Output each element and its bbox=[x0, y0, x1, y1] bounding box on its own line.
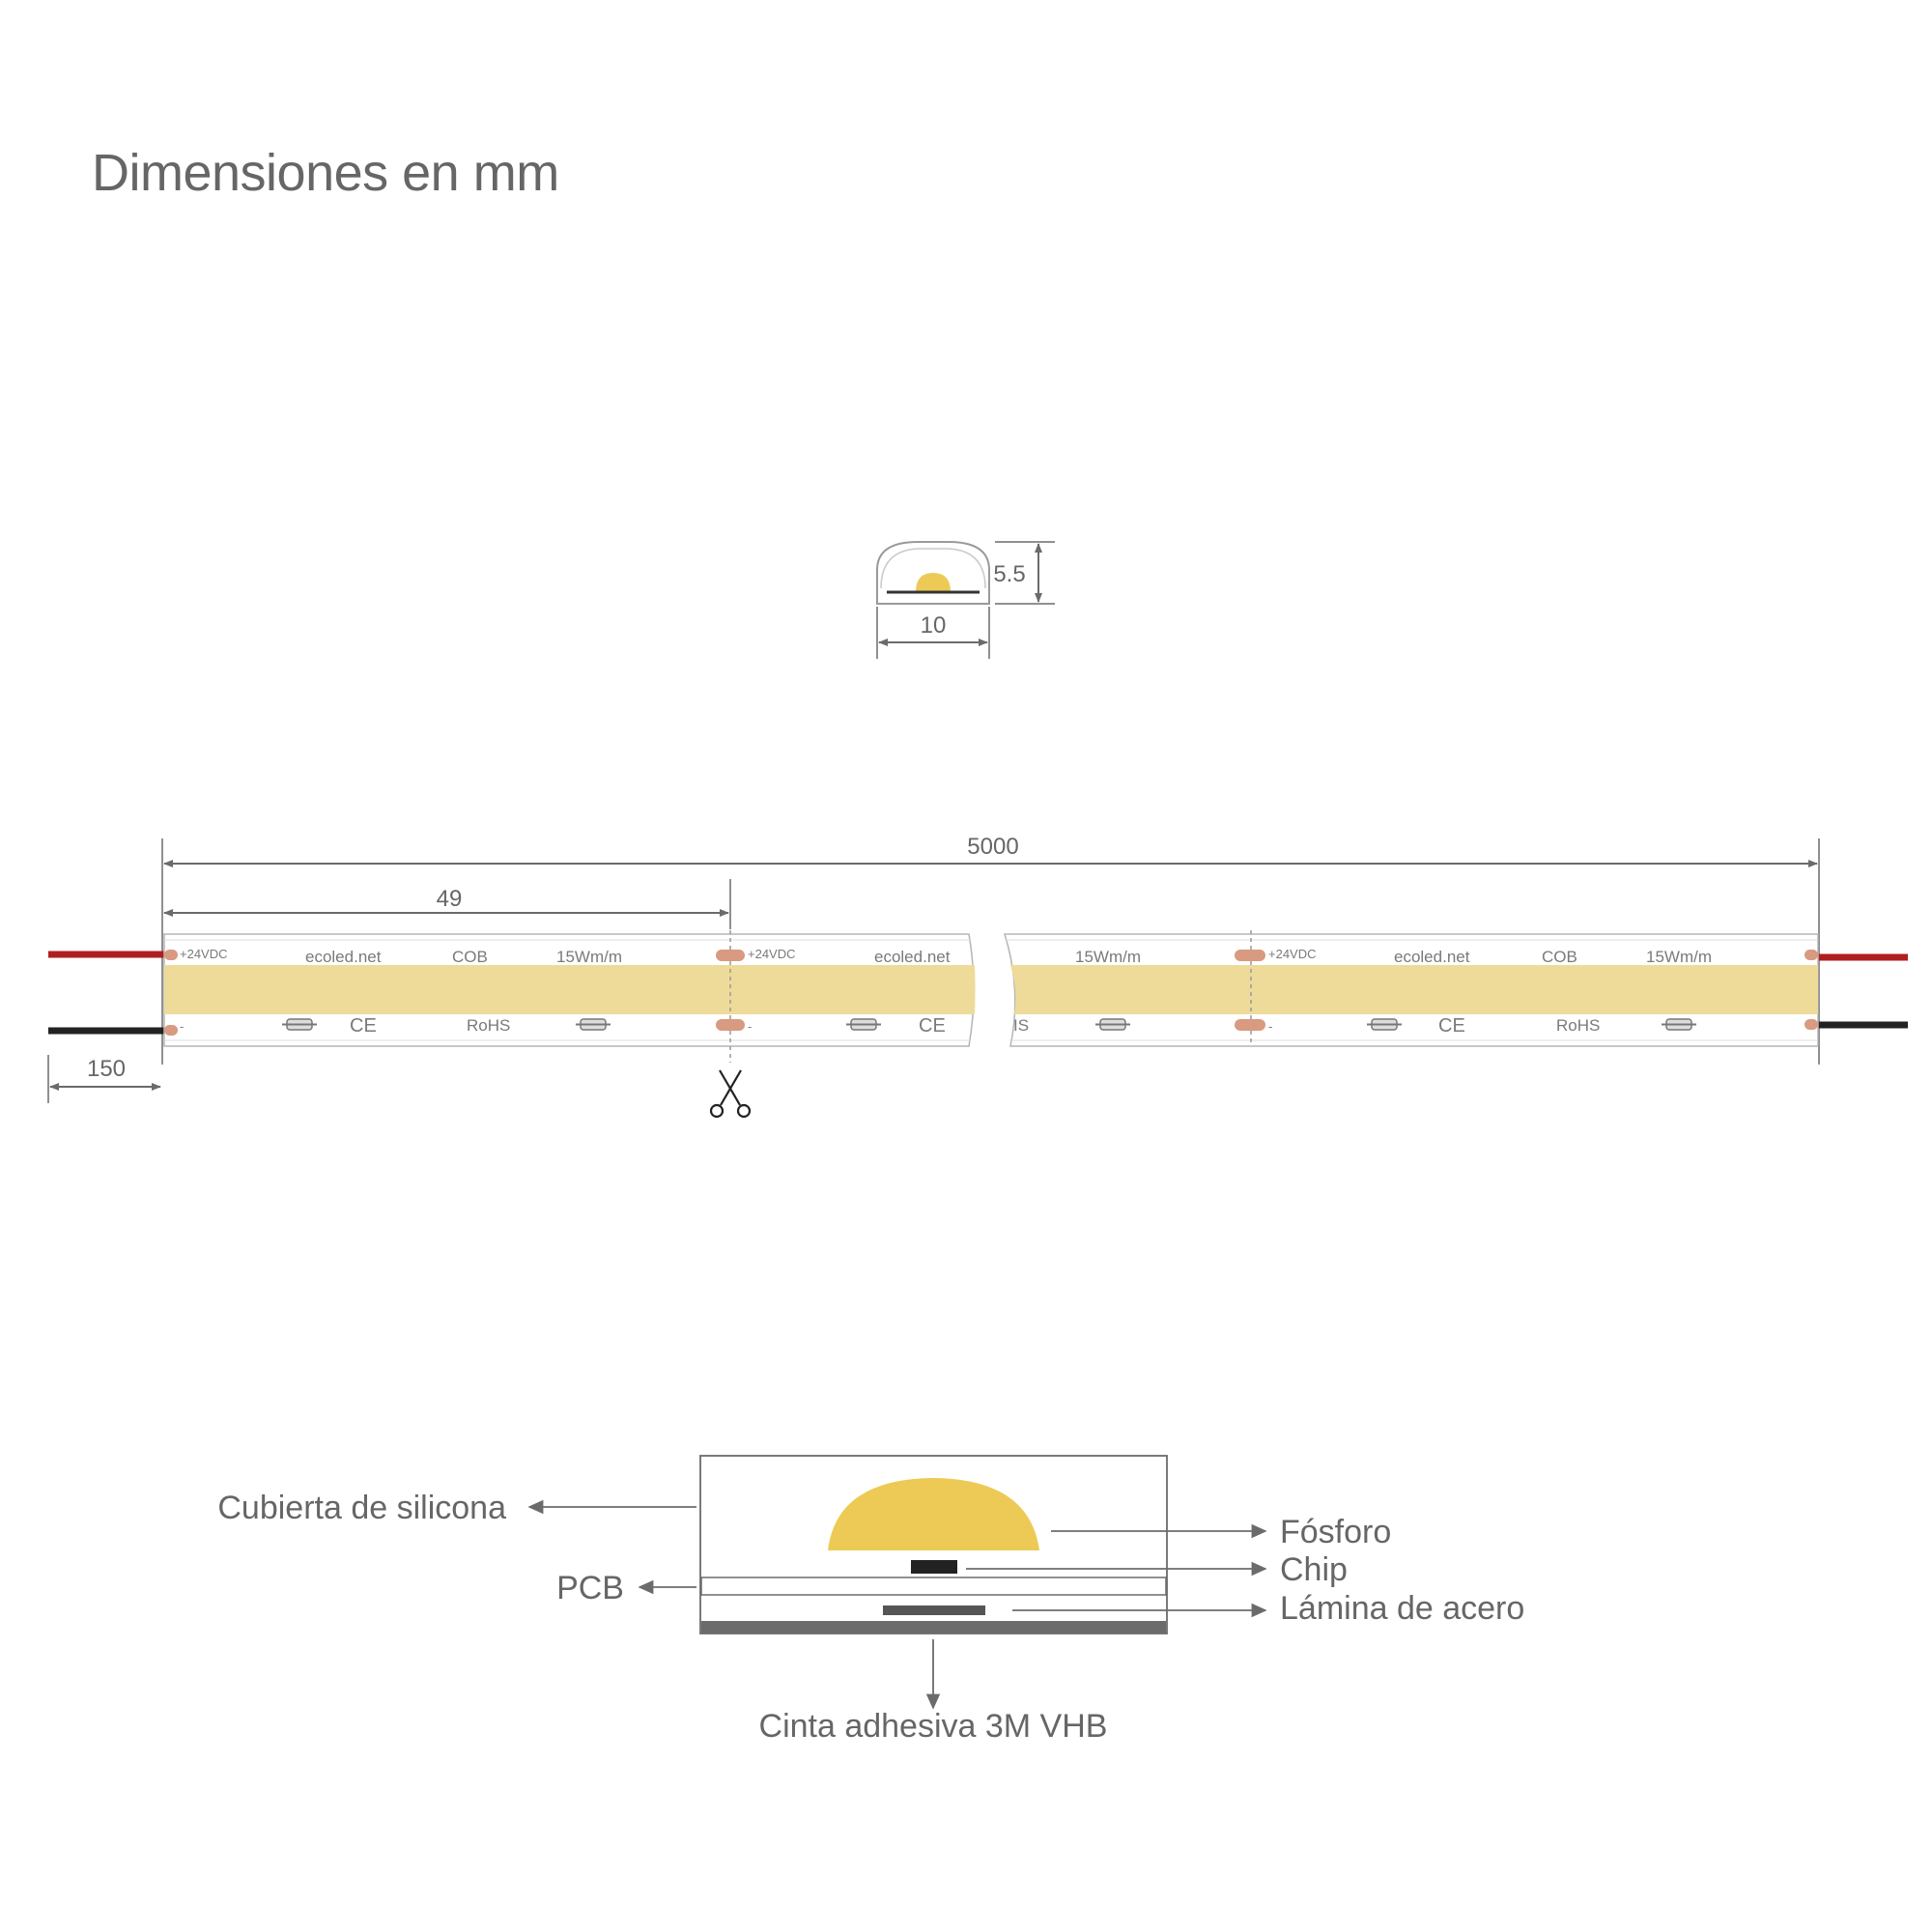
page-title: Dimensiones en mm bbox=[92, 144, 559, 202]
profile-phosphor bbox=[916, 573, 951, 592]
solder-pad bbox=[164, 950, 178, 960]
steel-sheet bbox=[883, 1605, 985, 1615]
power-label: 15Wm/m bbox=[1075, 948, 1141, 966]
cable-length-label: 150 bbox=[87, 1056, 126, 1082]
profile-inner bbox=[880, 548, 986, 589]
cable-dimension: 150 bbox=[47, 1055, 161, 1103]
solder-pad bbox=[1235, 1019, 1265, 1031]
smd-components bbox=[282, 1018, 1696, 1031]
strip-segment-right bbox=[1003, 930, 1819, 1047]
smd-resistor-icon bbox=[1095, 1018, 1130, 1031]
scissors-icon bbox=[709, 1069, 752, 1119]
label-steel-sheet: Lámina de acero bbox=[1280, 1590, 1524, 1627]
rohs-label-partial: IS bbox=[1013, 1016, 1029, 1035]
wires bbox=[48, 951, 1908, 1035]
type-label: COB bbox=[452, 948, 488, 966]
phosphor-dome bbox=[828, 1478, 1039, 1550]
label-chip: Chip bbox=[1280, 1551, 1348, 1588]
type-label: COB bbox=[1542, 948, 1577, 966]
solder-pads bbox=[164, 950, 1818, 1036]
minus-label: - bbox=[748, 1019, 752, 1034]
smd-resistor-icon bbox=[1662, 1018, 1696, 1031]
voltage-label: +24VDC bbox=[1268, 947, 1317, 961]
brand-label: ecoled.net bbox=[1394, 948, 1470, 966]
label-pcb: PCB bbox=[556, 1570, 624, 1606]
led-chip bbox=[911, 1560, 957, 1574]
solder-pad bbox=[164, 1025, 178, 1036]
total-length-label: 5000 bbox=[967, 834, 1018, 860]
solder-pad bbox=[716, 1019, 745, 1031]
rohs-label: RoHS bbox=[467, 1016, 510, 1035]
strip-led-band-right bbox=[1010, 965, 1818, 1014]
solder-pad bbox=[1804, 950, 1818, 960]
voltage-label: +24VDC bbox=[180, 947, 228, 961]
label-silicone-cover: Cubierta de silicona bbox=[217, 1490, 506, 1526]
smd-resistor-icon bbox=[846, 1018, 881, 1031]
profile-width-label: 10 bbox=[921, 612, 947, 639]
ce-mark: CE bbox=[350, 1015, 377, 1037]
strip-dimensions: 5000 49 bbox=[161, 834, 1820, 1065]
minus-label: - bbox=[1268, 1019, 1272, 1034]
strip-led-band-left bbox=[164, 965, 976, 1014]
solder-pad bbox=[1804, 1019, 1818, 1030]
pcb-layer bbox=[700, 1577, 1167, 1596]
label-phosphor: Fósforo bbox=[1280, 1514, 1391, 1550]
cut-interval-label: 49 bbox=[437, 886, 463, 912]
brand-label: ecoled.net bbox=[874, 948, 951, 966]
profile-section: 5.5 10 bbox=[876, 541, 1055, 659]
ce-mark: CE bbox=[919, 1015, 946, 1037]
rohs-label: RoHS bbox=[1556, 1016, 1600, 1035]
label-adhesive-tape: Cinta adhesiva 3M VHB bbox=[759, 1708, 1108, 1745]
layer-section: Cubierta de silicona PCB Fósforo Chip Lá… bbox=[217, 1455, 1524, 1745]
minus-label: - bbox=[180, 1019, 184, 1034]
adhesive-tape bbox=[701, 1621, 1166, 1634]
smd-resistor-icon bbox=[576, 1018, 611, 1031]
voltage-label: +24VDC bbox=[748, 947, 796, 961]
brand-label: ecoled.net bbox=[305, 948, 382, 966]
smd-resistor-icon bbox=[1367, 1018, 1402, 1031]
solder-pad bbox=[716, 950, 745, 961]
smd-resistor-icon bbox=[282, 1018, 317, 1031]
strip-segment-left bbox=[163, 930, 976, 1063]
power-label: 15Wm/m bbox=[556, 948, 622, 966]
ce-mark: CE bbox=[1438, 1015, 1465, 1037]
profile-height-label: 5.5 bbox=[993, 561, 1025, 587]
solder-pad bbox=[1235, 950, 1265, 961]
power-label: 15Wm/m bbox=[1646, 948, 1712, 966]
strip-printing: +24VDC ecoled.net COB 15Wm/m +24VDC ecol… bbox=[180, 947, 1712, 1037]
